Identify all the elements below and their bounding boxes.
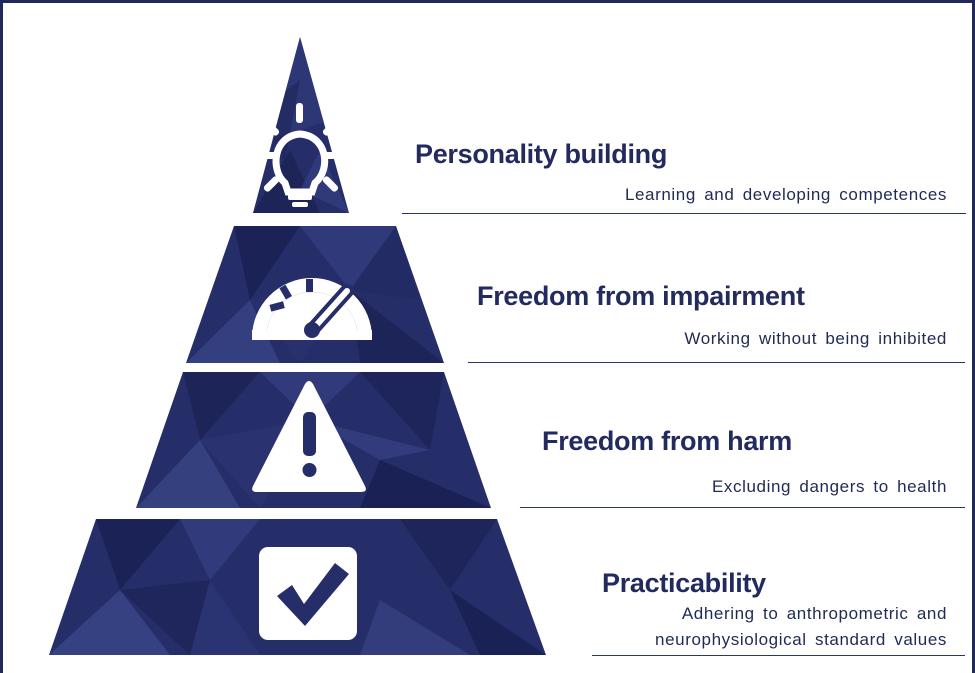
level-3-subtitle: Excluding dangers to health — [711, 477, 947, 496]
level-1-rule — [402, 213, 966, 214]
warning-icon — [252, 381, 366, 492]
level-4-subtitle-line-1: Adhering to anthropometric and — [681, 604, 947, 623]
level-3-title: Freedom from harm — [542, 426, 792, 456]
level-1-title: Personality building — [415, 139, 668, 169]
level-4-rule — [592, 655, 965, 656]
level-2-rule — [468, 362, 965, 363]
level-4-subtitle: Adhering to anthropometric and neurophys… — [655, 601, 947, 653]
checkmark-icon — [259, 547, 357, 640]
level-2-subtitle: Working without being inhibited — [684, 329, 947, 348]
level-2-title: Freedom from impairment — [477, 281, 805, 311]
level-4-title: Practicability — [602, 568, 766, 598]
level-4-subtitle-line-2: neurophysiological standard values — [655, 630, 947, 649]
lightbulb-icon — [259, 103, 344, 207]
tier-texture — [49, 519, 546, 655]
speedometer-icon — [252, 278, 372, 340]
level-1-subtitle: Learning and developing competences — [624, 185, 947, 204]
level-3-rule — [520, 507, 965, 508]
